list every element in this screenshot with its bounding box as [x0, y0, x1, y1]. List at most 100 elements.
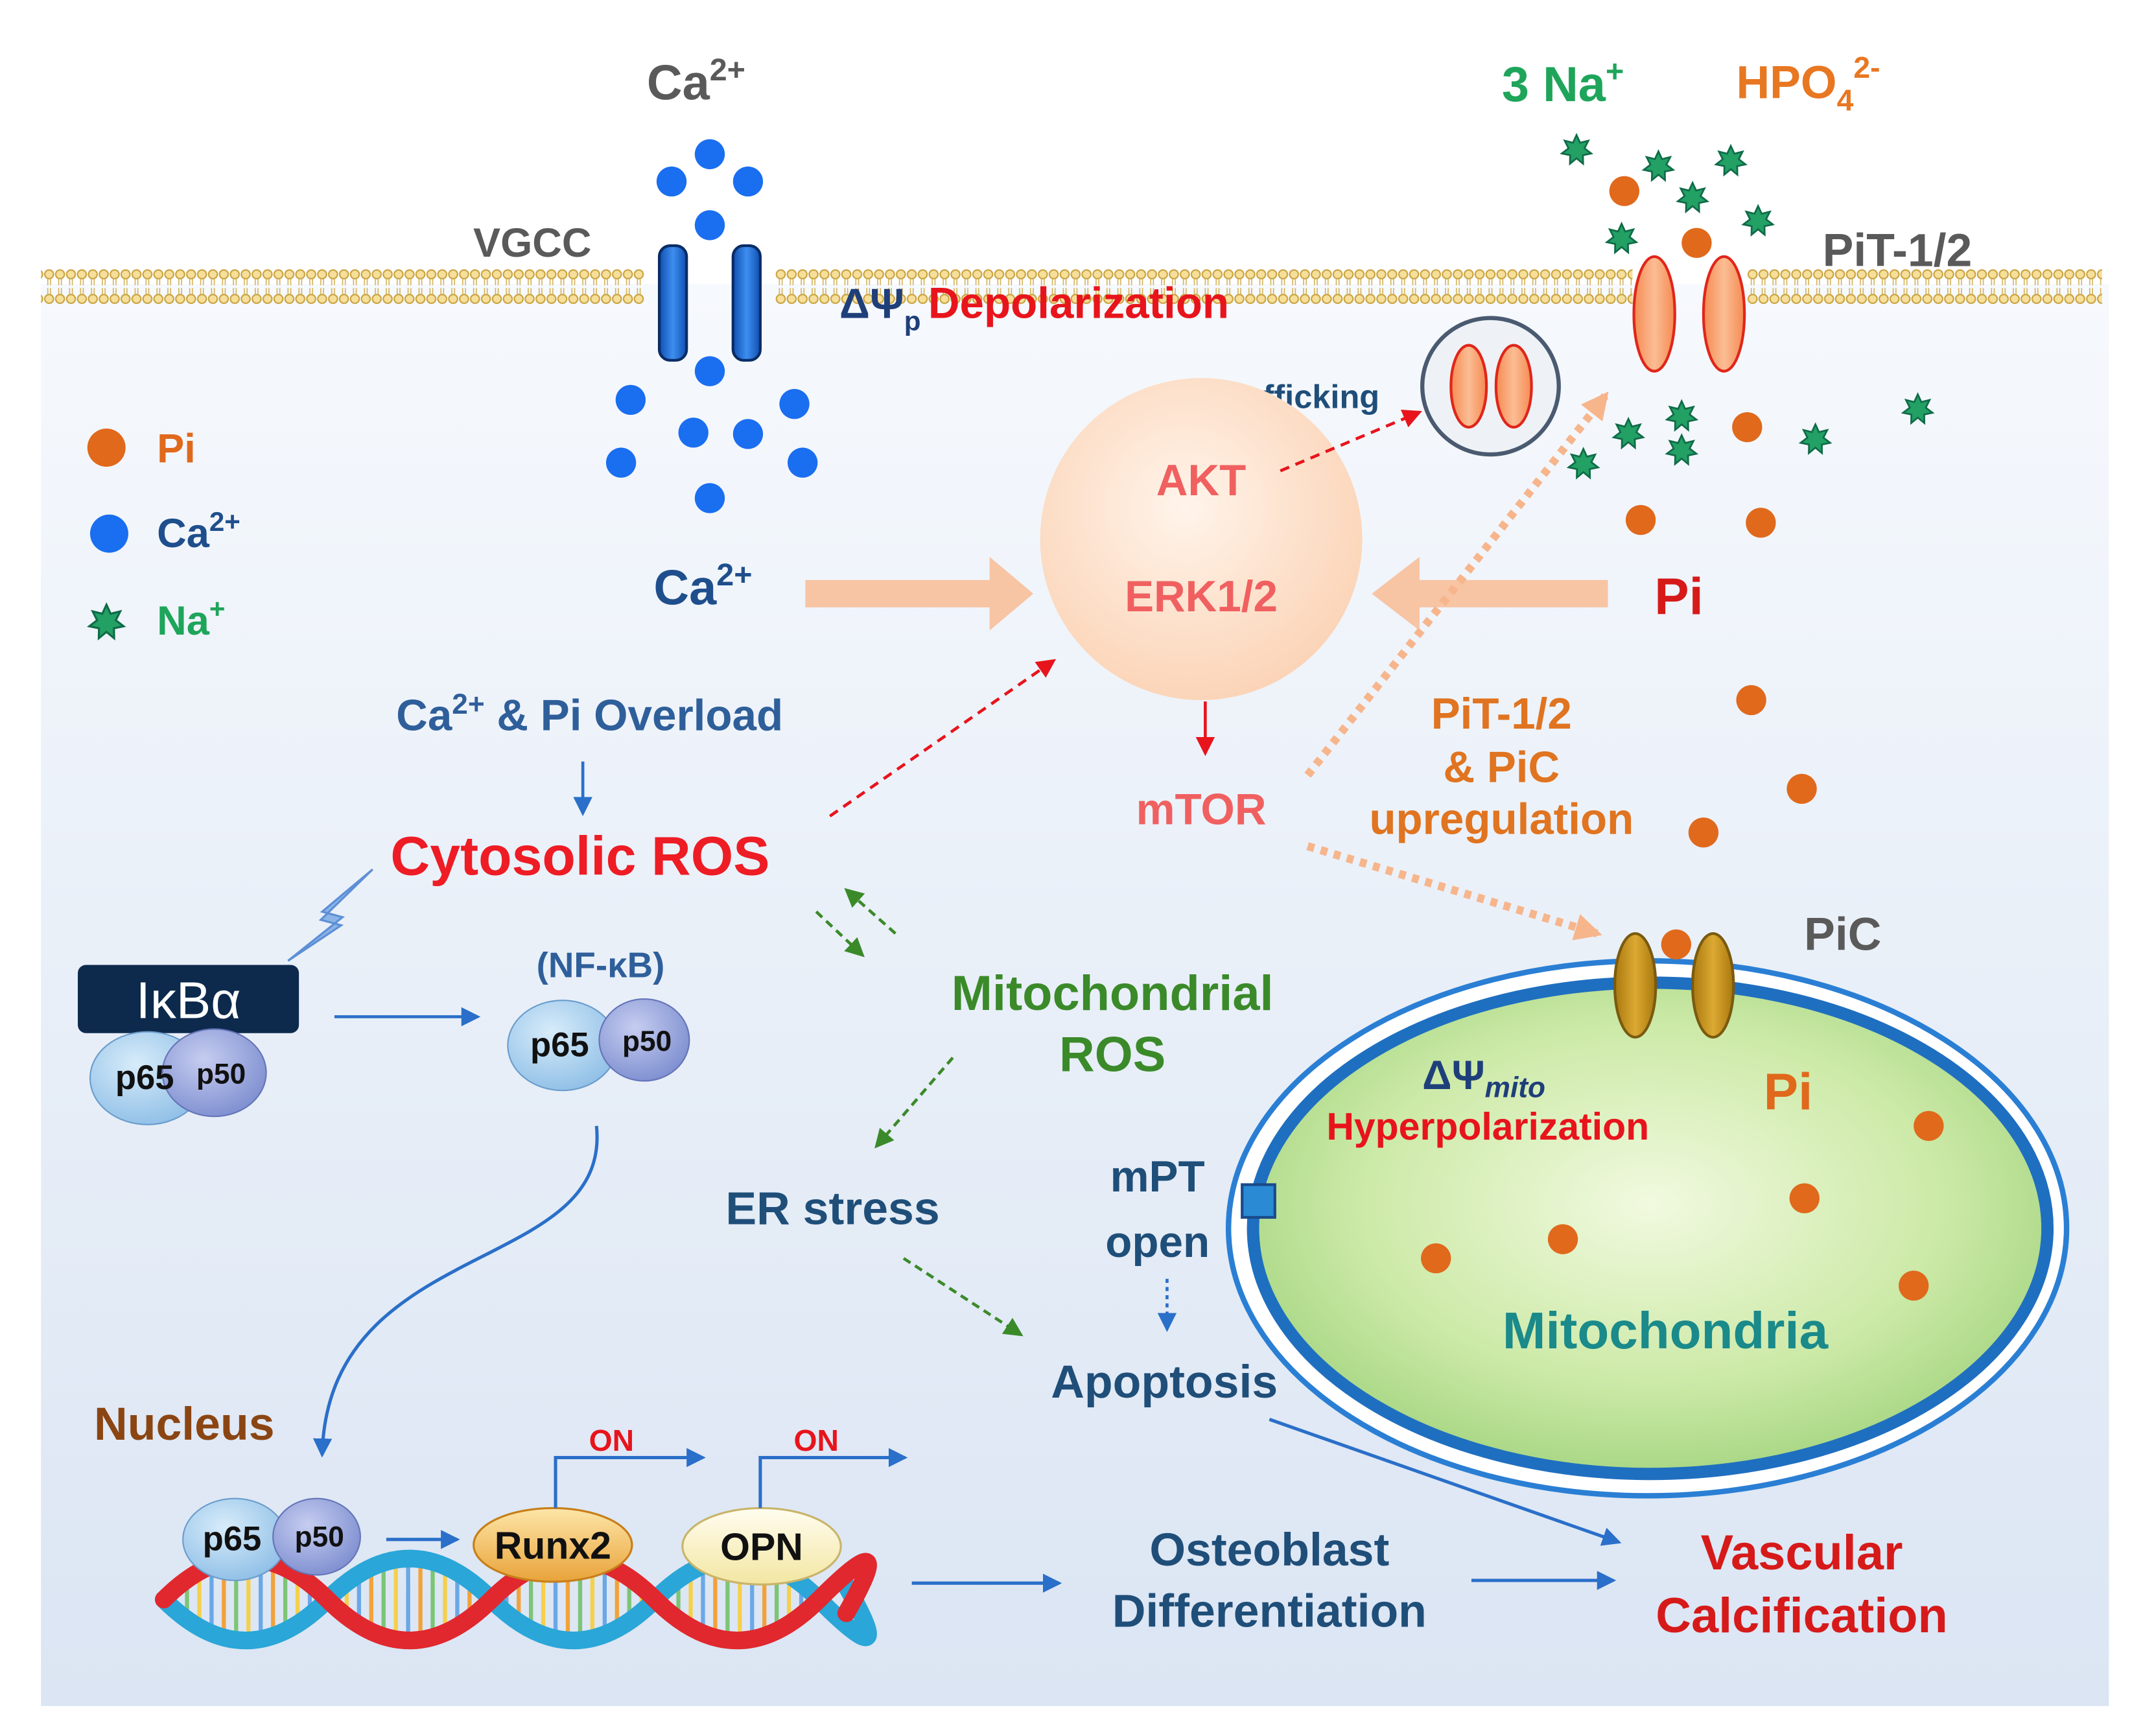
calcium-to-hub-arrow [805, 556, 1034, 631]
p65-label: p65 [530, 1026, 589, 1064]
upregulation-line: PiT-1/2 [1431, 690, 1572, 738]
nucleus-label: Nucleus [94, 1398, 274, 1450]
calcium-ion-dot [694, 483, 725, 513]
legend-label-pi: Pi [157, 427, 196, 472]
calcium-ion-dot [678, 417, 708, 448]
osteoblast-line: Differentiation [1112, 1586, 1427, 1637]
cytosolic-to-mito-ros-arrow [815, 910, 865, 957]
er-to-apoptosis-arrow [902, 1257, 1024, 1337]
mito-potential-label: ΔΨmito [1422, 1053, 1545, 1104]
plasma-membrane [41, 268, 2102, 305]
pit-subunit [1494, 344, 1533, 429]
upregulation-label: PiT-1/2 & PiC upregulation [1369, 690, 1634, 843]
mtor-to-pic-arrow [1306, 842, 1602, 941]
runx2-gene [473, 1507, 633, 1583]
membrane-segment [1747, 268, 2102, 305]
phosphate-ion-dot [1421, 1243, 1451, 1274]
nfkb-to-nucleus-arrow [312, 1125, 599, 1458]
phosphate-to-hub-arrow [1372, 556, 1608, 631]
phosphate-ion-dot [1914, 1110, 1944, 1142]
pic-subunit [1691, 932, 1735, 1039]
membrane-segment [775, 268, 1633, 305]
calcium-ion-dot [615, 384, 646, 416]
legend: Pi Ca2+ Na+ [87, 427, 240, 644]
p50-subunit [598, 998, 690, 1082]
mtor-to-pit-arrow [1304, 391, 1609, 778]
erk-label: ERK1/2 [1125, 572, 1278, 621]
ikba-label: IκBα [136, 972, 241, 1029]
upregulation-line: upregulation [1369, 795, 1634, 843]
legend-label-sodium: Na+ [157, 594, 225, 644]
akt-erk-hub [1040, 378, 1363, 701]
calcium-ion-dot [732, 166, 764, 197]
mito-phosphate-ions [1421, 929, 1944, 1301]
p50-subunit [161, 1028, 267, 1118]
depolarization-label: Depolarization [928, 279, 1229, 328]
pic-subunit [1613, 932, 1657, 1039]
phosphate-ion-dot [1688, 817, 1719, 848]
runx2-on-label: ON [589, 1424, 634, 1457]
phosphate-ion-dot [1625, 504, 1656, 535]
mpt-line: open [1105, 1218, 1210, 1267]
calcium-ion-dot [605, 447, 637, 478]
pit-subunit [1632, 255, 1676, 373]
mito-ros-line: ROS [1059, 1027, 1165, 1083]
calcium-input-label: Ca2+ [653, 557, 752, 615]
calcification-line: Vascular [1701, 1525, 1903, 1580]
cytosolic-ros-label: Cytosolic ROS [390, 826, 769, 887]
calcium-ion-dot [732, 419, 764, 449]
vgcc-channel [657, 244, 762, 362]
calcium-ion-dot [694, 356, 725, 386]
runx2-label: Runx2 [495, 1525, 611, 1567]
phosphate-input-label: Pi [1654, 567, 1704, 625]
calcium-ion-dot [694, 210, 725, 240]
hyperpolarization-label: Hyperpolarization [1326, 1106, 1649, 1148]
pit-subunit [1449, 344, 1488, 429]
legend-label-calcium: Ca2+ [157, 506, 240, 556]
akt-label: AKT [1156, 456, 1246, 505]
phosphate-ion-dot [1547, 1224, 1578, 1254]
phosphate-ion-dot [1786, 773, 1817, 804]
ikba-box [78, 965, 299, 1033]
plasma-membrane-potential: ΔΨp [839, 280, 920, 336]
vgcc-subunit [657, 244, 688, 362]
phosphate-ion-dot [1661, 929, 1692, 960]
phosphate-label: HPO42- [1736, 51, 1880, 117]
runx2-transcription-arrow [554, 1448, 706, 1508]
calcium-ion-dot [788, 447, 818, 478]
mito-ros-to-er-arrow [874, 1057, 954, 1149]
membrane-segment [41, 268, 644, 305]
vgcc-subunit [731, 244, 762, 362]
phosphate-ion-dot [1899, 1271, 1929, 1301]
opn-label: OPN [720, 1526, 803, 1568]
mtor-label: mTOR [1136, 786, 1267, 834]
calcium-ion-dot [694, 139, 725, 170]
p50-label: p50 [295, 1521, 344, 1553]
calcium-ion-dot [779, 389, 810, 419]
mpt-pore [1241, 1183, 1276, 1219]
p50-label: p50 [622, 1026, 672, 1057]
vesicle-membrane [1420, 316, 1561, 457]
blue-circle-icon [89, 514, 128, 553]
mito-pi-label: Pi [1764, 1063, 1813, 1121]
overload-label: Ca2+ & Pi Overload [396, 688, 783, 740]
apoptosis-to-calcification-arrow [1269, 1418, 1622, 1546]
phosphate-ion-dot [1681, 228, 1712, 258]
phosphate-ions [1609, 176, 1817, 848]
phosphate-ion-dot [1732, 412, 1762, 443]
pit-label: PiT-1/2 [1823, 225, 1973, 277]
mitochondria-label: Mitochondria [1503, 1302, 1829, 1359]
apoptosis-label: Apoptosis [1051, 1356, 1278, 1408]
pit-vesicle [1420, 316, 1561, 457]
p65-label: p65 [203, 1520, 262, 1558]
orange-circle-icon [87, 428, 126, 467]
lightning-bolt-icon [287, 868, 373, 962]
opn-transcription-arrow [758, 1448, 908, 1508]
mitochondrion [1225, 929, 2070, 1499]
pit-channel [1632, 255, 1746, 373]
p50-label: p50 [196, 1059, 246, 1090]
pic-label: PiC [1804, 908, 1881, 960]
opn-on-label: ON [793, 1424, 838, 1457]
pit-subunit [1702, 255, 1746, 373]
